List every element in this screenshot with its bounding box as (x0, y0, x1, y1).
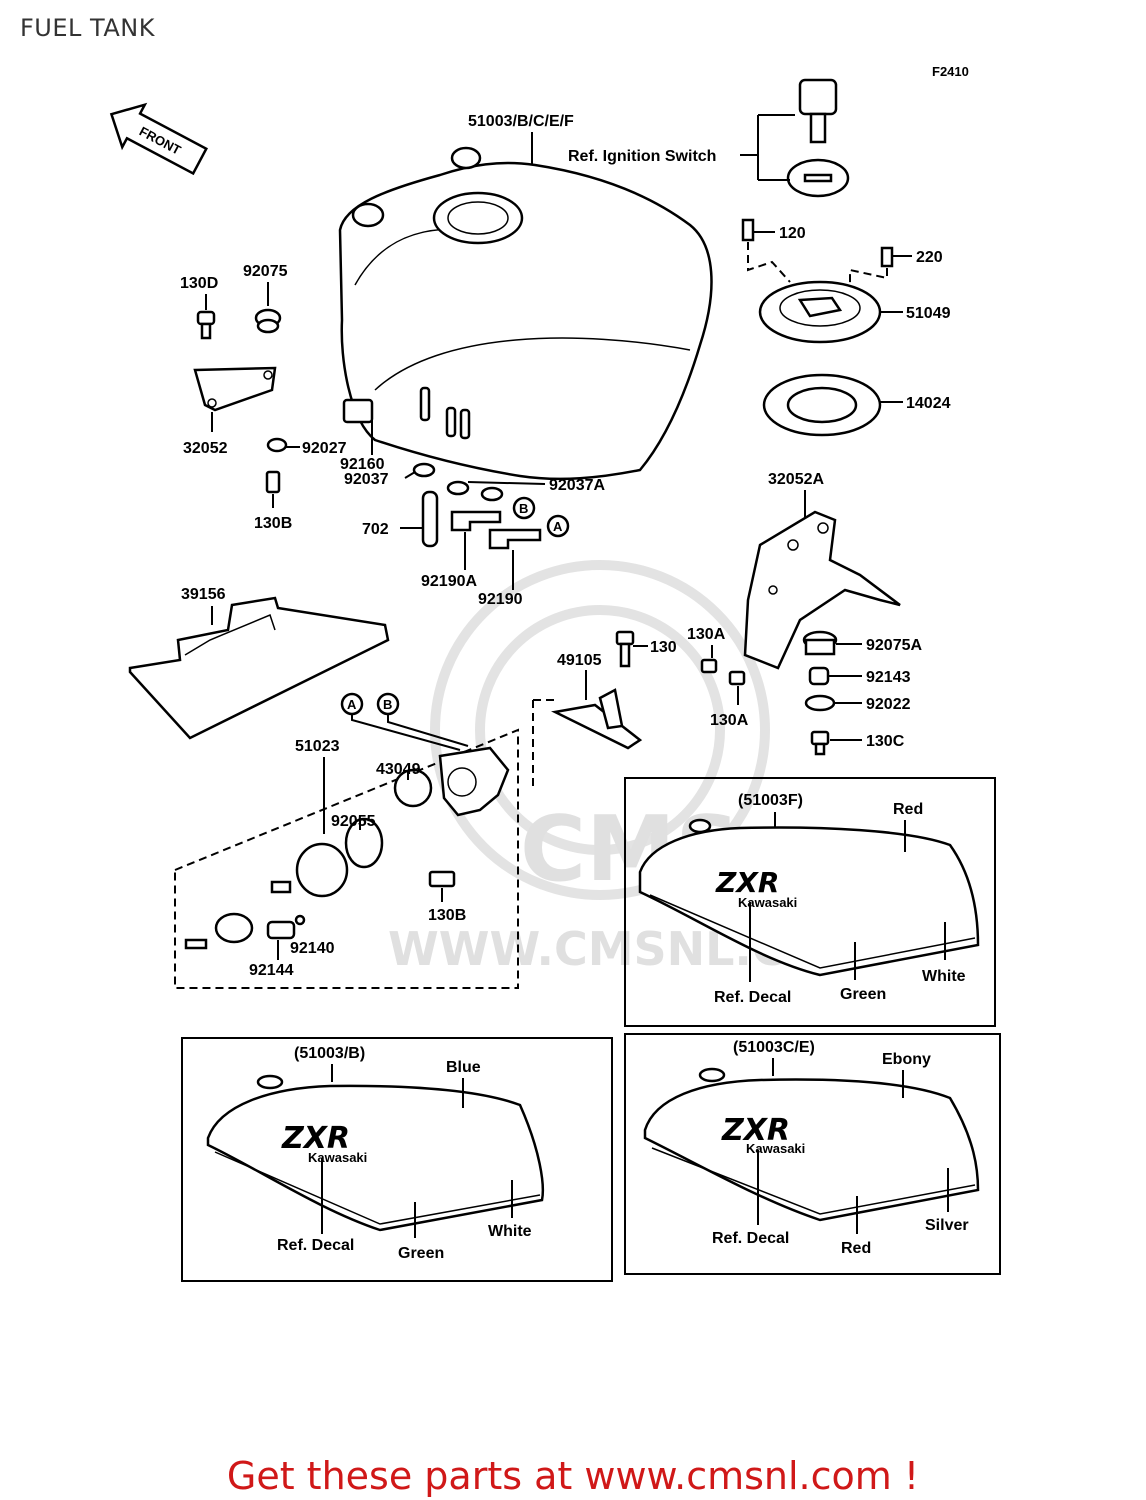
marker-b-cock: B (383, 697, 392, 712)
callout-220: 220 (916, 249, 943, 266)
grommet-92075 (254, 308, 282, 334)
callout-92037a: 92037A (549, 477, 605, 494)
variant-brand-51003b: Kawasaki (308, 1150, 367, 1165)
front-arrow: FRONT (109, 102, 208, 176)
variant-brand-51003ce: Kawasaki (746, 1141, 805, 1156)
callout-130: 130 (650, 639, 677, 656)
callout-92143: 92143 (866, 669, 911, 686)
callout-tank: 51003/B/C/E/F (468, 113, 574, 130)
marker-a-cock: A (347, 697, 357, 712)
figure-code: F2410 (932, 64, 969, 79)
callout-92022: 92022 (866, 696, 911, 713)
bolt-130 (615, 630, 648, 668)
pipe-702 (400, 490, 439, 548)
bolt-130d (196, 310, 216, 340)
callout-92140: 92140 (290, 940, 335, 957)
variant-color-1-51003ce: Ebony (882, 1051, 931, 1068)
washer-92027 (266, 437, 300, 453)
cap-51049 (758, 280, 903, 344)
callout-92075: 92075 (243, 263, 288, 280)
variant-color-3-51003ce: Red (841, 1240, 871, 1257)
marker-a-hose: A (553, 519, 563, 534)
bracket-49105 (551, 670, 643, 750)
washer-92022 (804, 694, 862, 712)
variant-color-2-51003b: White (488, 1223, 532, 1240)
callout-ignition: Ref. Ignition Switch (568, 148, 716, 165)
variant-color-2-51003f: White (922, 968, 966, 985)
bolts-130a (700, 645, 746, 705)
page-title: FUEL TANK (20, 14, 155, 42)
variant-logo-51003f: ZXR (715, 866, 779, 899)
callout-92160: 92160 (340, 456, 385, 473)
bolt-130b-top (265, 470, 281, 508)
callout-120: 120 (779, 225, 806, 242)
variant-brand-51003f: Kawasaki (738, 895, 797, 910)
callout-49105: 49105 (557, 652, 602, 669)
screw-120 (741, 218, 775, 242)
marker-b-hose: B (519, 501, 528, 516)
variant-box-51003f: (51003F) ZXR Kawasaki Red White Green Re… (624, 777, 996, 1027)
hoses-92190 (450, 496, 570, 590)
callout-130d: 130D (180, 275, 218, 292)
variant-color-1-51003b: Blue (446, 1059, 481, 1076)
fuel-tank (338, 146, 713, 481)
callout-92027: 92027 (302, 440, 347, 457)
bracket-32052 (193, 366, 277, 412)
callout-92055: 92055 (331, 813, 376, 830)
pad-39156 (128, 596, 390, 740)
callout-130c: 130C (866, 733, 905, 750)
variant-color-1-51003f: Red (893, 801, 923, 818)
ignition-key (786, 78, 850, 198)
variant-decal-51003ce: Ref. Decal (712, 1230, 789, 1247)
callout-92075a: 92075A (866, 637, 922, 654)
fuel-cock-assembly (174, 692, 519, 989)
callout-130a-2: 130A (710, 712, 749, 729)
collar-92143 (808, 666, 862, 686)
callout-92037: 92037 (344, 471, 389, 488)
clamps-92037 (404, 462, 546, 502)
damper-92160 (342, 398, 374, 455)
footer-link[interactable]: Get these parts at www.cmsnl.com ! (226, 1454, 920, 1498)
variant-color-2-51003ce: Silver (925, 1217, 969, 1234)
variant-decal-51003b: Ref. Decal (277, 1237, 354, 1254)
callout-32052a: 32052A (768, 471, 824, 488)
variant-logo-51003b: ZXR (281, 1121, 350, 1156)
callout-14024: 14024 (906, 395, 951, 412)
callout-32052: 32052 (183, 440, 228, 457)
gasket-14024 (762, 373, 903, 437)
variant-box-51003b: (51003/B) ZXR Kawasaki Blue White Green … (181, 1037, 613, 1282)
variant-box-51003ce: (51003C/E) ZXR Kawasaki Ebony Silver Red… (624, 1033, 1001, 1275)
callout-43049: 43049 (376, 761, 421, 778)
callout-92190a: 92190A (421, 573, 477, 590)
callout-92190: 92190 (478, 591, 523, 608)
callout-51023: 51023 (295, 738, 340, 755)
callout-130b-top: 130B (254, 515, 292, 532)
variant-color-3-51003b: Green (398, 1245, 444, 1262)
bracket-32052a (743, 510, 901, 670)
callout-130b-bottom: 130B (428, 907, 466, 924)
variant-title-51003f: (51003F) (738, 792, 803, 809)
callout-92144: 92144 (249, 962, 294, 979)
variant-color-3-51003f: Green (840, 986, 886, 1003)
variant-decal-51003f: Ref. Decal (714, 989, 791, 1006)
callout-130a-1: 130A (687, 626, 726, 643)
callout-51049: 51049 (906, 305, 951, 322)
variant-logo-51003ce: ZXR (721, 1113, 790, 1148)
callout-702: 702 (362, 521, 389, 538)
variant-title-51003b: (51003/B) (294, 1045, 365, 1062)
grommet-92075a (802, 630, 862, 656)
variant-title-51003ce: (51003C/E) (733, 1039, 815, 1056)
bolt-130c (810, 730, 862, 756)
callout-39156: 39156 (181, 586, 226, 603)
screw-220 (880, 246, 912, 268)
